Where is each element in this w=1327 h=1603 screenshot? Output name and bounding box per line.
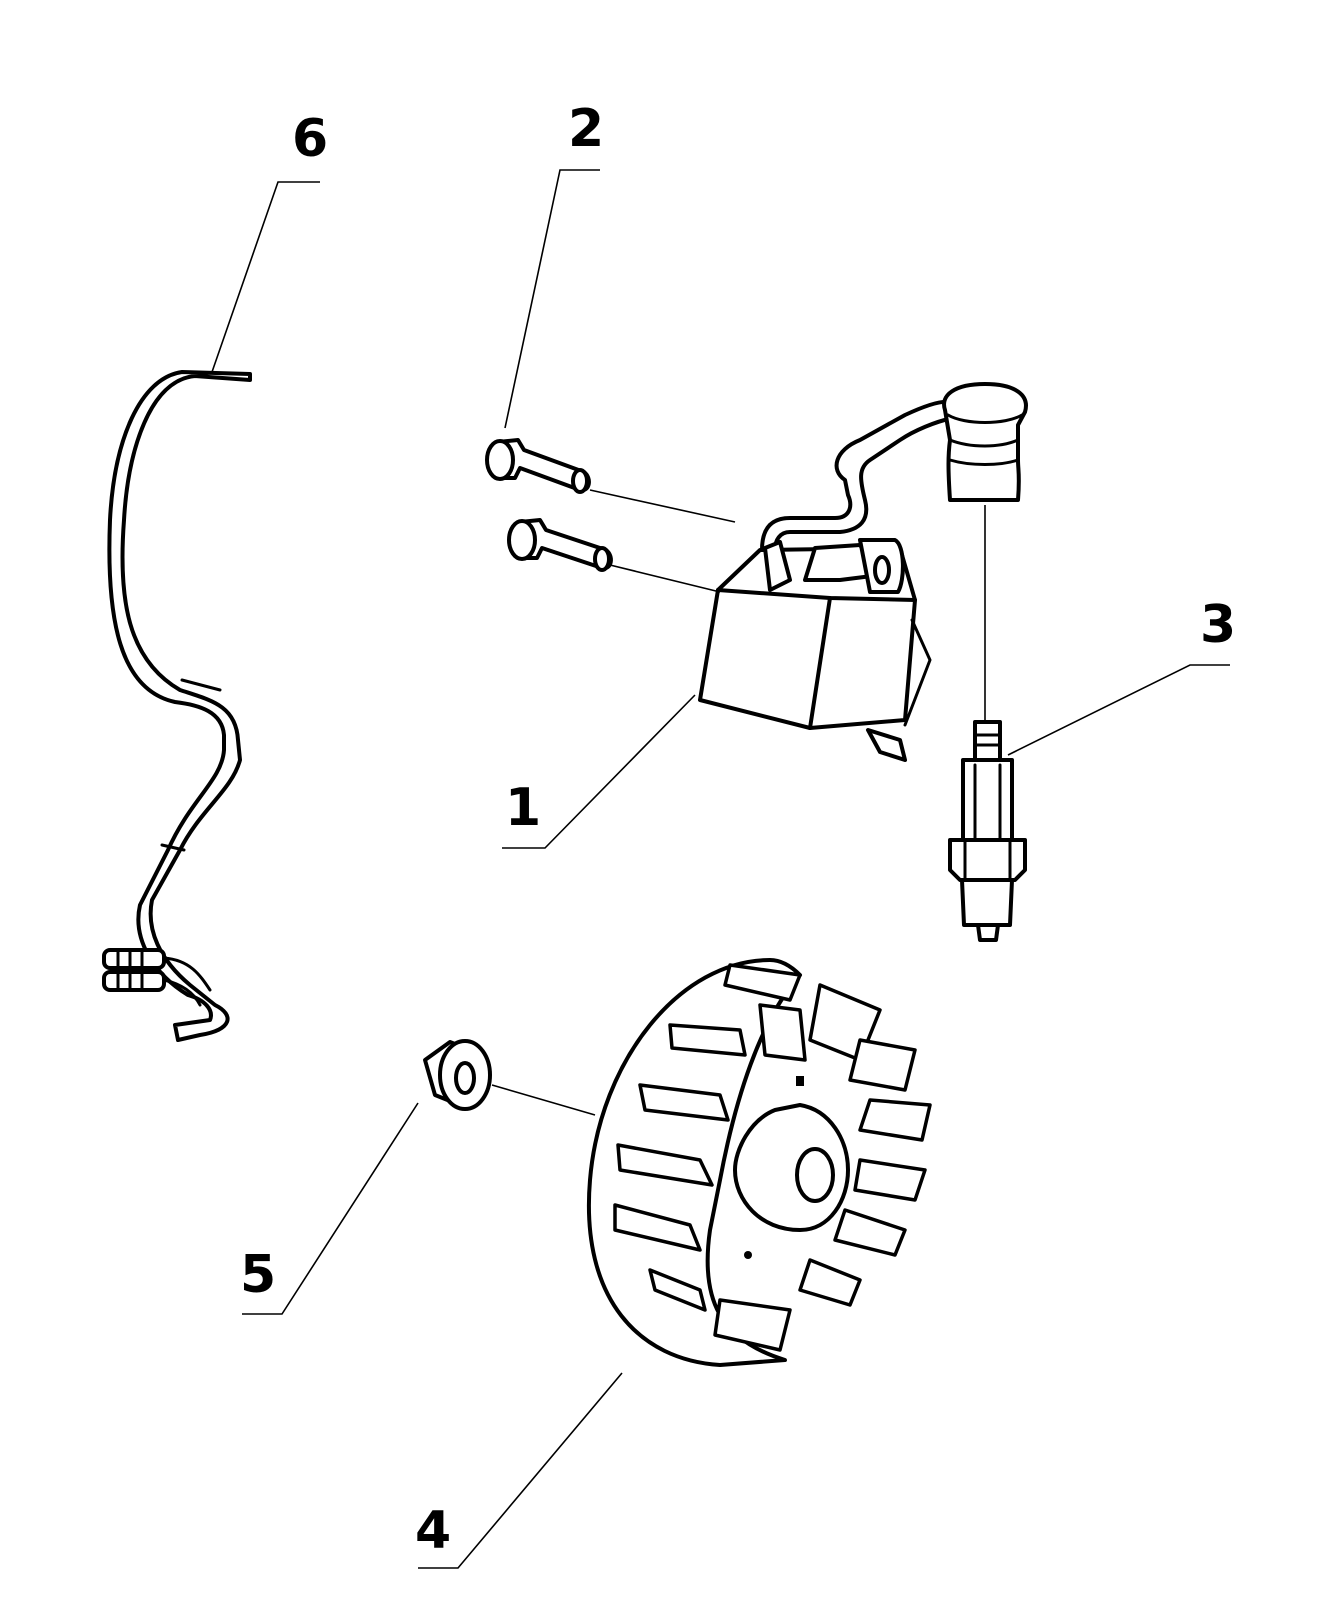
leader-line-1 (502, 694, 696, 849)
ignition-coil-icon (698, 382, 1028, 762)
callout-1: 1 (505, 778, 541, 838)
assembly-line-screw-lower (609, 564, 721, 593)
screw-icon (485, 438, 613, 572)
leader-line-6 (211, 181, 320, 373)
flywheel-icon (586, 958, 932, 1367)
callout-4: 4 (415, 1501, 451, 1561)
callout-6: 6 (292, 109, 328, 169)
callout-3: 3 (1200, 595, 1236, 655)
ground-wire-icon (102, 370, 252, 1042)
leader-lines (211, 169, 1230, 1569)
nut-icon (423, 1039, 492, 1111)
leader-line-5 (242, 1102, 419, 1315)
callout-5: 5 (240, 1245, 276, 1305)
leader-line-2 (504, 169, 600, 429)
spark-plug-icon (948, 720, 1027, 942)
assembly-line-screw-upper (589, 489, 736, 523)
leader-line-3 (1007, 664, 1230, 756)
leader-line-4 (418, 1372, 623, 1569)
callout-2: 2 (568, 99, 604, 159)
assembly-line-nut-flywheel (491, 1084, 596, 1116)
